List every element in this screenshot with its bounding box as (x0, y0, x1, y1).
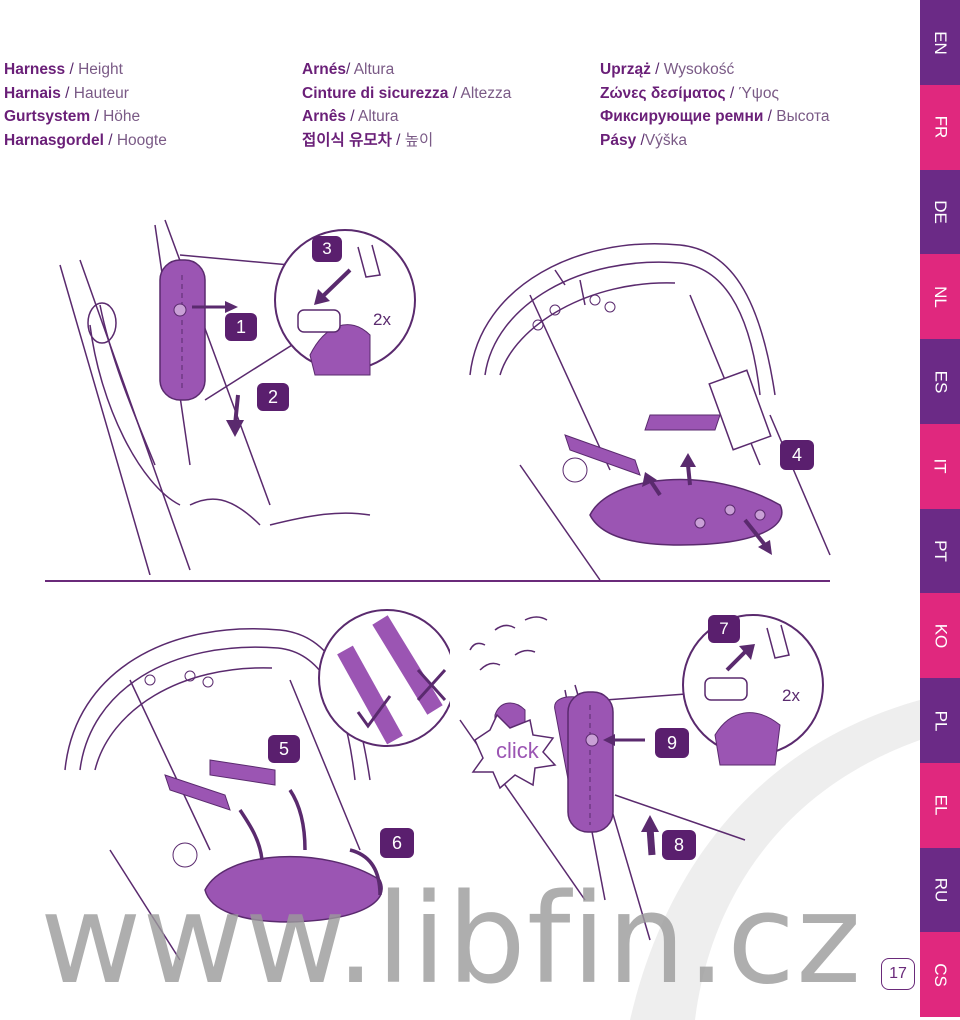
panel-steps-7-9 (459, 614, 824, 941)
title-line: Arnés/ Altura (302, 58, 511, 82)
panel-steps-1-3 (59, 219, 416, 575)
title-sub: 높이 (404, 131, 434, 149)
title-line: Harnais / Hauteur (4, 82, 167, 106)
title-sub: Ύψος (738, 84, 779, 102)
language-tab-nl[interactable]: NL (920, 254, 960, 340)
language-tab-it[interactable]: IT (920, 423, 960, 509)
title-sub: Výška (644, 131, 688, 149)
title-bold: 접이식 유모차 (302, 131, 392, 149)
title-separator: / (725, 84, 739, 102)
title-separator: / (345, 61, 354, 78)
language-tab-el[interactable]: EL (920, 762, 960, 848)
language-tab-label: KO (931, 623, 950, 649)
step-badge-4: 4 (780, 440, 814, 470)
title-line: Uprząż / Wysokość (600, 58, 830, 82)
step-badge-9: 9 (655, 728, 689, 758)
step-badge-7: 7 (708, 615, 740, 643)
label-2x-top: 2x (373, 310, 391, 329)
label-2x-bottom: 2x (782, 686, 800, 705)
title-bold: Cinture di sicurezza (302, 84, 449, 102)
title-sub: Wysokość (663, 61, 735, 78)
title-sub: Altezza (460, 84, 512, 102)
language-tab-pt[interactable]: PT (920, 508, 960, 594)
title-bold: Gurtsystem (4, 108, 91, 125)
section-divider (45, 580, 830, 582)
title-bold: Harnasgordel (4, 131, 104, 149)
language-tab-de[interactable]: DE (920, 169, 960, 255)
step-badge-3: 3 (312, 236, 342, 262)
title-bold: Ζώνες δεσίματος (600, 84, 726, 102)
language-tab-label: EN (931, 30, 950, 55)
title-separator: / (60, 84, 74, 102)
title-sub: Height (78, 61, 123, 78)
title-line: Pásy /Výška (600, 129, 830, 153)
title-line: Cinture di sicurezza / Altezza (302, 82, 511, 106)
title-separator: / (448, 84, 461, 102)
language-tab-label: PL (930, 710, 950, 731)
title-sub: Высота (776, 108, 830, 125)
background-swoosh (630, 700, 920, 1020)
title-line: Arnês / Altura (302, 105, 511, 129)
title-separator: / (763, 108, 777, 125)
language-tab-label: IT (930, 458, 950, 474)
title-line: Harnasgordel / Hoogte (4, 129, 167, 153)
title-bold: Harness (4, 61, 66, 78)
title-line: Ζώνες δεσίματος / Ύψος (600, 82, 830, 106)
language-tab-cs[interactable]: CS (920, 932, 960, 1018)
title-line: Harness / Height (4, 58, 167, 82)
title-line: Фиксирующие ремни / Высота (600, 105, 830, 129)
watermark: www.libfin.cz (40, 868, 863, 1012)
language-tab-es[interactable]: ES (920, 339, 960, 424)
title-sub: Höhe (103, 108, 141, 125)
title-line: Gurtsystem / Höhe (4, 105, 167, 129)
title-bold: Arnês (302, 108, 346, 125)
language-tab-label: NL (930, 285, 950, 308)
step-badge-8: 8 (662, 830, 696, 860)
title-bold: Фиксирующие ремни (600, 108, 764, 125)
panel-step-4 (469, 243, 831, 580)
step-badge-1: 1 (225, 313, 257, 341)
language-tab-label: FR (930, 115, 950, 139)
language-tab-en[interactable]: EN (920, 0, 960, 85)
step-badge-5: 5 (268, 735, 300, 763)
title-separator: / (391, 131, 405, 149)
title-sub: Altura (358, 108, 399, 125)
language-tab-ru[interactable]: RU (920, 847, 960, 933)
label-click: click (496, 738, 539, 763)
language-sidebar: EN FR DE NL ES IT PT KO PL EL RU CS (920, 0, 960, 1018)
page-number: 17 (881, 958, 915, 990)
language-tab-label: CS (931, 962, 950, 987)
title-separator: / (650, 61, 664, 78)
language-tab-pl[interactable]: PL (920, 678, 960, 763)
language-tab-ko[interactable]: KO (920, 593, 960, 679)
title-bold: Pásy (600, 131, 637, 149)
language-tab-label: EL (930, 794, 950, 816)
title-sub: Altura (353, 61, 395, 78)
language-tab-label: ES (931, 370, 950, 393)
title-bold: Uprząż (600, 61, 651, 78)
title-bold: Harnais (4, 84, 61, 102)
title-separator: / (90, 108, 104, 125)
title-separator: / (636, 131, 645, 149)
title-separator: / (345, 108, 359, 125)
title-sub: Hauteur (73, 84, 129, 102)
step-badge-6: 6 (380, 828, 414, 858)
language-tab-label: DE (931, 200, 950, 224)
title-separator: / (65, 61, 79, 78)
title-bold: Arnés (302, 61, 346, 78)
title-separator: / (103, 131, 117, 149)
panel-steps-5-6 (64, 609, 450, 961)
language-tab-label: PT (930, 540, 950, 562)
title-sub: Hoogte (116, 131, 167, 149)
language-tab-fr[interactable]: FR (920, 84, 960, 170)
step-badge-2: 2 (257, 383, 289, 411)
title-line: 접이식 유모차 / 높이 (302, 129, 511, 153)
language-tab-label: RU (931, 877, 950, 903)
